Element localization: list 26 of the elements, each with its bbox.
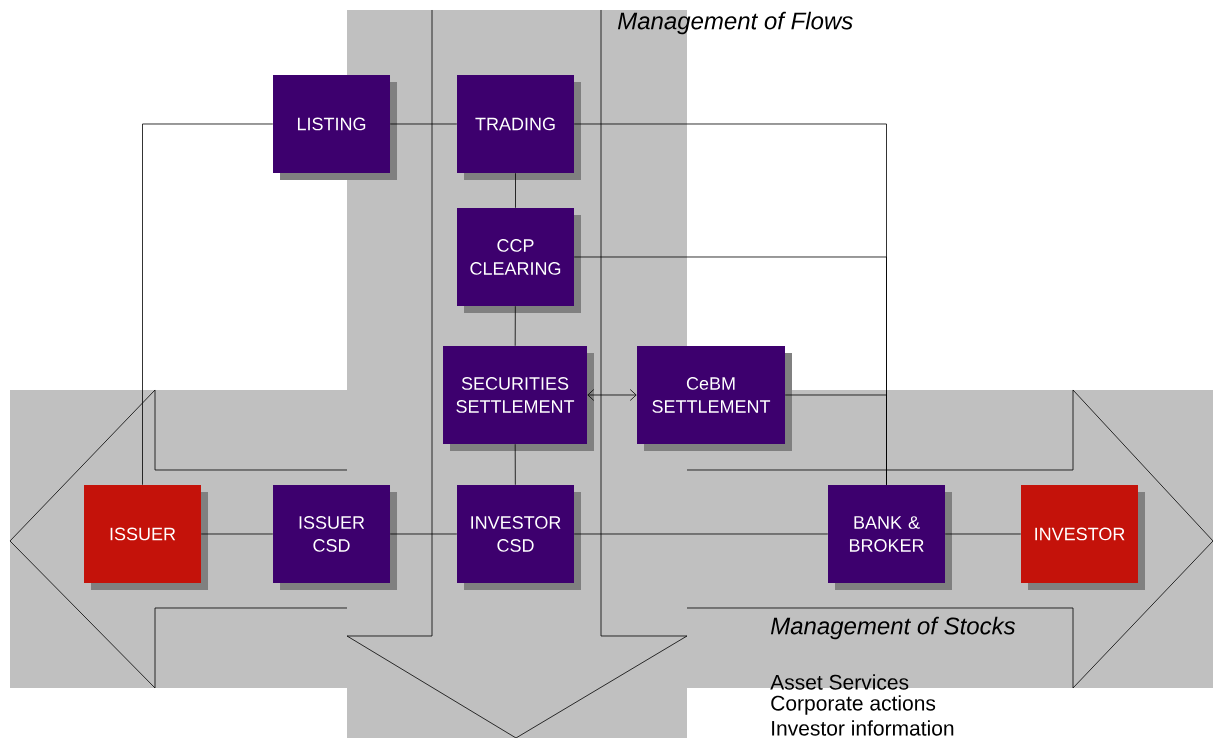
heading-text: Management of Stocks xyxy=(770,616,1016,640)
process-box: INVESTOR xyxy=(1021,485,1145,590)
connector-line xyxy=(514,443,516,486)
process-box: CCP CLEARING xyxy=(457,208,581,313)
process-box: INVESTOR CSD xyxy=(457,485,581,590)
process-box: SECURITIES SETTLEMENT xyxy=(443,346,594,451)
note-text: Corporate actions xyxy=(771,695,936,715)
connector-line xyxy=(573,533,829,535)
connector-line xyxy=(389,533,458,535)
connector-line xyxy=(514,305,516,347)
heading-text: Management of Flows xyxy=(617,11,853,35)
process-box: ISSUER CSD xyxy=(273,485,397,590)
note-text: Investor information xyxy=(772,720,954,736)
connector-line xyxy=(587,389,637,401)
process-box: ISSUER xyxy=(84,485,208,590)
connector-line xyxy=(200,533,274,535)
connector-line xyxy=(515,172,516,209)
process-box: BANK & BROKER xyxy=(828,485,952,590)
process-box: TRADING xyxy=(457,75,581,180)
connector-line xyxy=(389,123,458,125)
process-box: CeBM SETTLEMENT xyxy=(637,346,792,451)
process-box: LISTING xyxy=(273,75,397,180)
connector-line xyxy=(142,123,274,486)
note-text: Asset Services xyxy=(770,674,909,690)
connector-line xyxy=(784,394,887,486)
connector-line xyxy=(944,533,1022,535)
